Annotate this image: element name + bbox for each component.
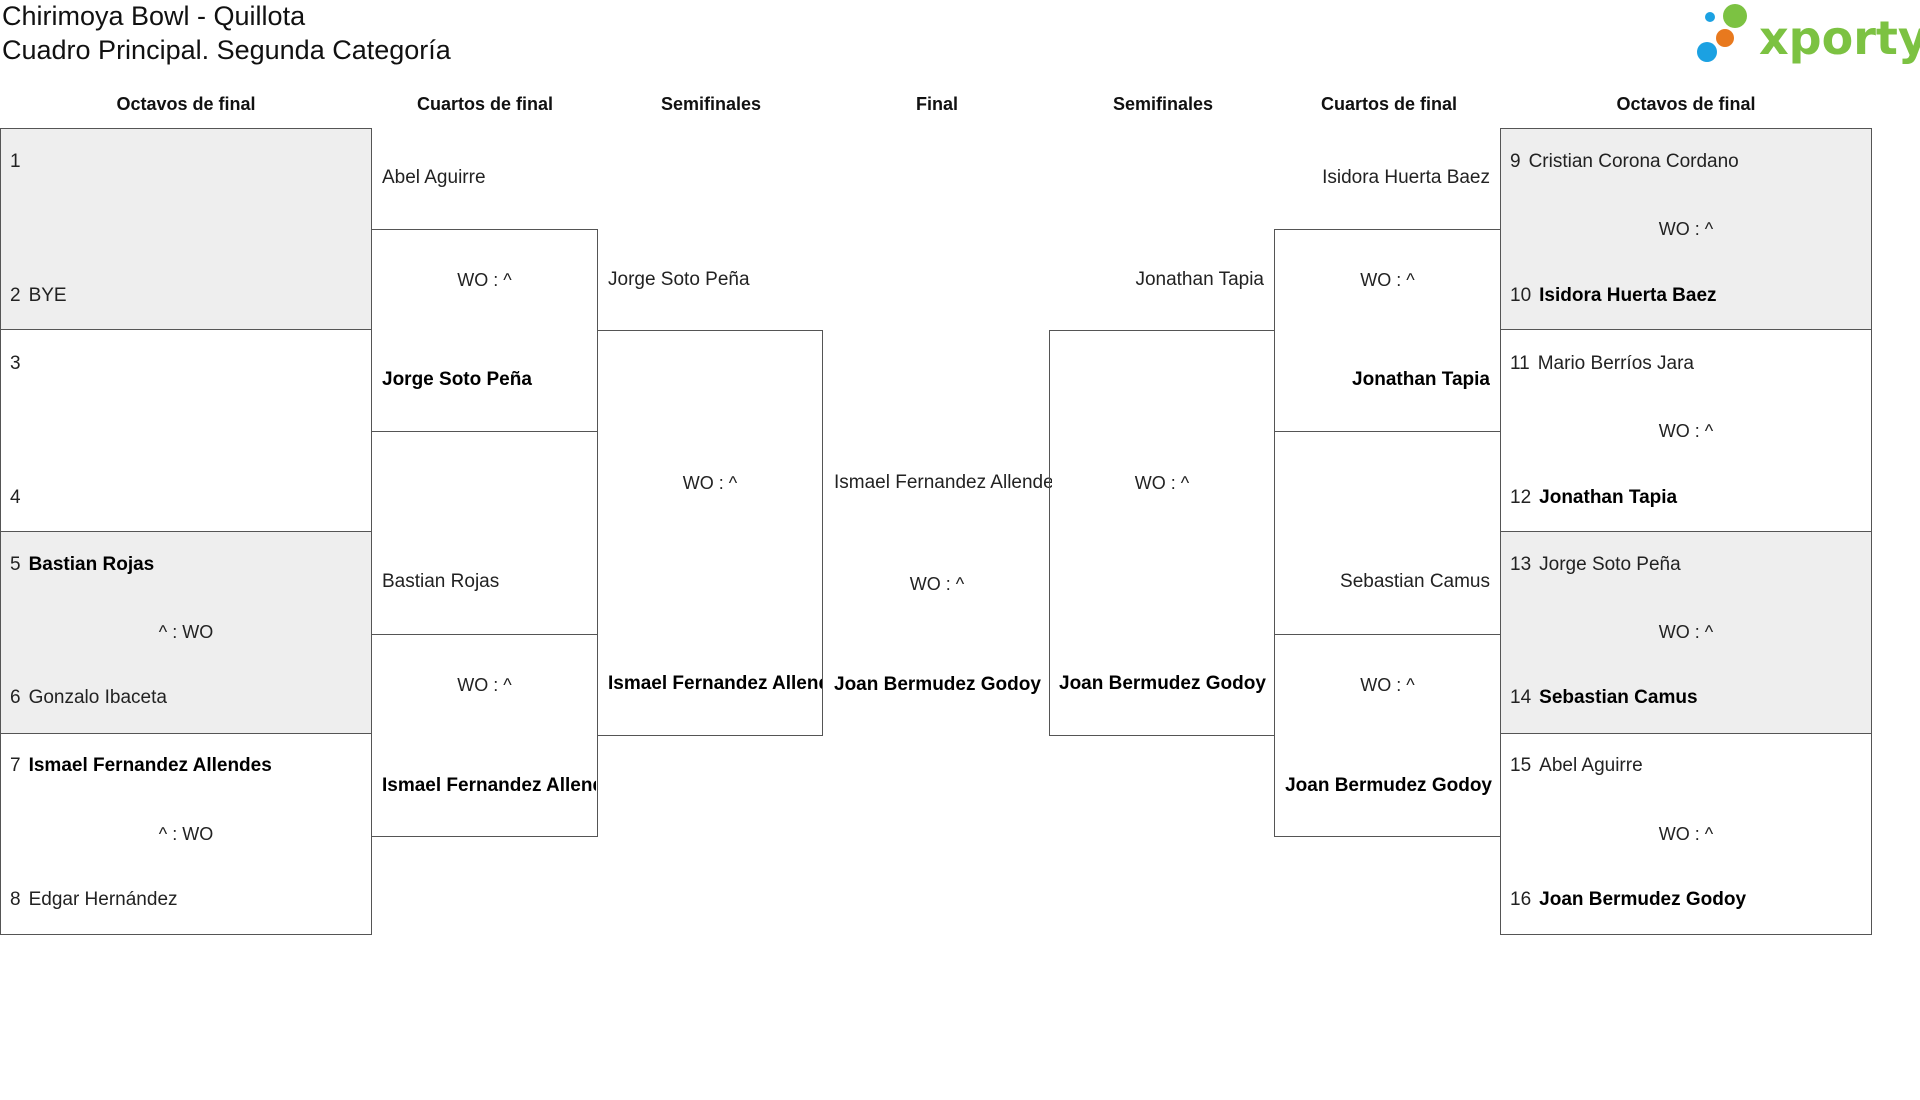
player-slot-3: 3 <box>10 352 365 376</box>
draw-subtitle: Cuadro Principal. Segunda Categoría <box>2 35 451 65</box>
player-name: BYE <box>28 285 67 306</box>
player-slot-1: 1 <box>10 150 365 174</box>
match-box-sf-left <box>597 330 823 736</box>
xporty-logo: xporty <box>1697 4 1920 65</box>
seed-number: 2 <box>10 285 21 306</box>
match-score: ^ : WO <box>158 824 214 844</box>
seed-number: 4 <box>10 487 21 508</box>
seed-number: 10 <box>1510 285 1532 306</box>
player-name-winner: Joan Bermudez Godoy <box>1539 889 1747 910</box>
qf-left-1-top-player: Abel Aguirre <box>382 167 486 188</box>
player-name: Mario Berríos Jara <box>1537 353 1695 374</box>
round-label-final: Final <box>915 94 958 114</box>
match-box-r16-right-4 <box>1500 733 1872 935</box>
player-name: Cristian Corona Cordano <box>1528 151 1739 172</box>
round-label-right-sf: Semifinales <box>1112 94 1214 114</box>
player-name-winner: Sebastian Camus <box>1539 687 1698 708</box>
qf-left-2-winner: Ismael Fernandez Allendes <box>382 775 596 796</box>
match-score: WO : ^ <box>457 270 512 290</box>
match-box-r16-right-1 <box>1500 128 1872 330</box>
player-slot-14: 14 Sebastian Camus <box>1510 686 1865 710</box>
round-label-right-r16: Octavos de final <box>1616 94 1756 114</box>
player-slot-15: 15 Abel Aguirre <box>1510 754 1865 778</box>
match-score: WO : ^ <box>1658 421 1714 441</box>
sf-left-top-player: Jorge Soto Peña <box>608 269 750 290</box>
match-box-r16-left-3 <box>0 531 372 734</box>
match-box-qf-right-2 <box>1274 634 1501 837</box>
round-label-right-qf: Cuartos de final <box>1320 94 1458 114</box>
qf-left-2-top-player: Bastian Rojas <box>382 571 500 592</box>
seed-number: 12 <box>1510 487 1532 508</box>
qf-right-1-winner: Jonathan Tapia <box>1352 369 1490 390</box>
seed-number: 1 <box>10 151 21 172</box>
player-name-winner: Jonathan Tapia <box>1539 487 1678 508</box>
match-box-qf-right-1 <box>1274 229 1501 432</box>
qf-right-2-winner: Joan Bermudez Godoy <box>1285 775 1492 796</box>
seed-number: 16 <box>1510 889 1532 910</box>
qf-right-1-top-player: Isidora Huerta Baez <box>1322 167 1490 188</box>
seed-number: 6 <box>10 687 21 708</box>
round-label-left-sf: Semifinales <box>660 94 762 114</box>
match-score: WO : ^ <box>1134 473 1190 493</box>
qf-right-2-top-player: Sebastian Camus <box>1340 571 1490 592</box>
player-slot-7: 7 Ismael Fernandez Allendes <box>10 754 365 778</box>
sf-left-winner: Ismael Fernandez Allendes <box>608 673 822 694</box>
player-slot-8: 8 Edgar Hernández <box>10 888 365 912</box>
match-box-r16-right-3 <box>1500 531 1872 734</box>
match-score: ^ : WO <box>158 622 214 642</box>
player-slot-2: 2 BYE <box>10 284 365 308</box>
match-score: WO : ^ <box>682 473 738 493</box>
seed-number: 11 <box>1510 353 1530 374</box>
final-score: WO : ^ <box>909 574 965 594</box>
match-score: WO : ^ <box>1658 219 1714 239</box>
player-name: Abel Aguirre <box>1539 755 1643 776</box>
match-score: WO : ^ <box>1658 824 1714 844</box>
final-top-player: Ismael Fernandez Allendes <box>834 472 1052 493</box>
match-score: WO : ^ <box>1360 270 1415 290</box>
logo-dot-small-blue <box>1705 12 1715 22</box>
round-label-left-r16: Octavos de final <box>116 94 256 114</box>
seed-number: 9 <box>1510 151 1521 172</box>
logo-dot-blue <box>1697 42 1717 62</box>
logo-dot-green <box>1723 4 1747 28</box>
player-slot-5: 5 Bastian Rojas <box>10 553 365 577</box>
final-winner: Joan Bermudez Godoy <box>834 674 1041 695</box>
seed-number: 5 <box>10 554 21 575</box>
match-score: WO : ^ <box>1658 622 1714 642</box>
qf-left-1-winner: Jorge Soto Peña <box>382 369 532 390</box>
match-score: WO : ^ <box>457 675 512 695</box>
seed-number: 15 <box>1510 755 1532 776</box>
player-slot-9: 9 Cristian Corona Cordano <box>1510 150 1865 174</box>
player-slot-4: 4 <box>10 486 365 510</box>
player-slot-12: 12 Jonathan Tapia <box>1510 486 1865 510</box>
match-score: WO : ^ <box>1360 675 1415 695</box>
player-slot-13: 13 Jorge Soto Peña <box>1510 553 1865 577</box>
seed-number: 3 <box>10 353 21 374</box>
round-label-left-qf: Cuartos de final <box>416 94 554 114</box>
player-slot-16: 16 Joan Bermudez Godoy <box>1510 888 1865 912</box>
player-slot-11: 11 Mario Berríos Jara <box>1510 352 1865 376</box>
seed-number: 14 <box>1510 687 1532 708</box>
seed-number: 7 <box>10 755 21 776</box>
player-name: Gonzalo Ibaceta <box>28 687 167 708</box>
sf-right-top-player: Jonathan Tapia <box>1135 269 1264 290</box>
tournament-title: Chirimoya Bowl - Quillota <box>2 1 306 31</box>
match-box-qf-left-2 <box>371 634 598 837</box>
logo-dot-orange <box>1716 29 1734 47</box>
match-box-sf-right <box>1049 330 1275 736</box>
player-name: Jorge Soto Peña <box>1539 554 1681 575</box>
player-name-winner: Ismael Fernandez Allendes <box>28 755 272 776</box>
seed-number: 8 <box>10 889 21 910</box>
seed-number: 13 <box>1510 554 1532 575</box>
player-slot-6: 6 Gonzalo Ibaceta <box>10 686 365 710</box>
match-box-qf-left-1 <box>371 229 598 432</box>
player-name-winner: Isidora Huerta Baez <box>1539 285 1717 306</box>
logo-wordmark: xporty <box>1759 11 1920 65</box>
player-name-winner: Bastian Rojas <box>28 554 155 575</box>
player-name: Edgar Hernández <box>28 889 178 910</box>
player-slot-10: 10 Isidora Huerta Baez <box>1510 284 1865 308</box>
match-box-r16-left-1 <box>0 128 372 330</box>
sf-right-winner: Joan Bermudez Godoy <box>1059 673 1266 694</box>
